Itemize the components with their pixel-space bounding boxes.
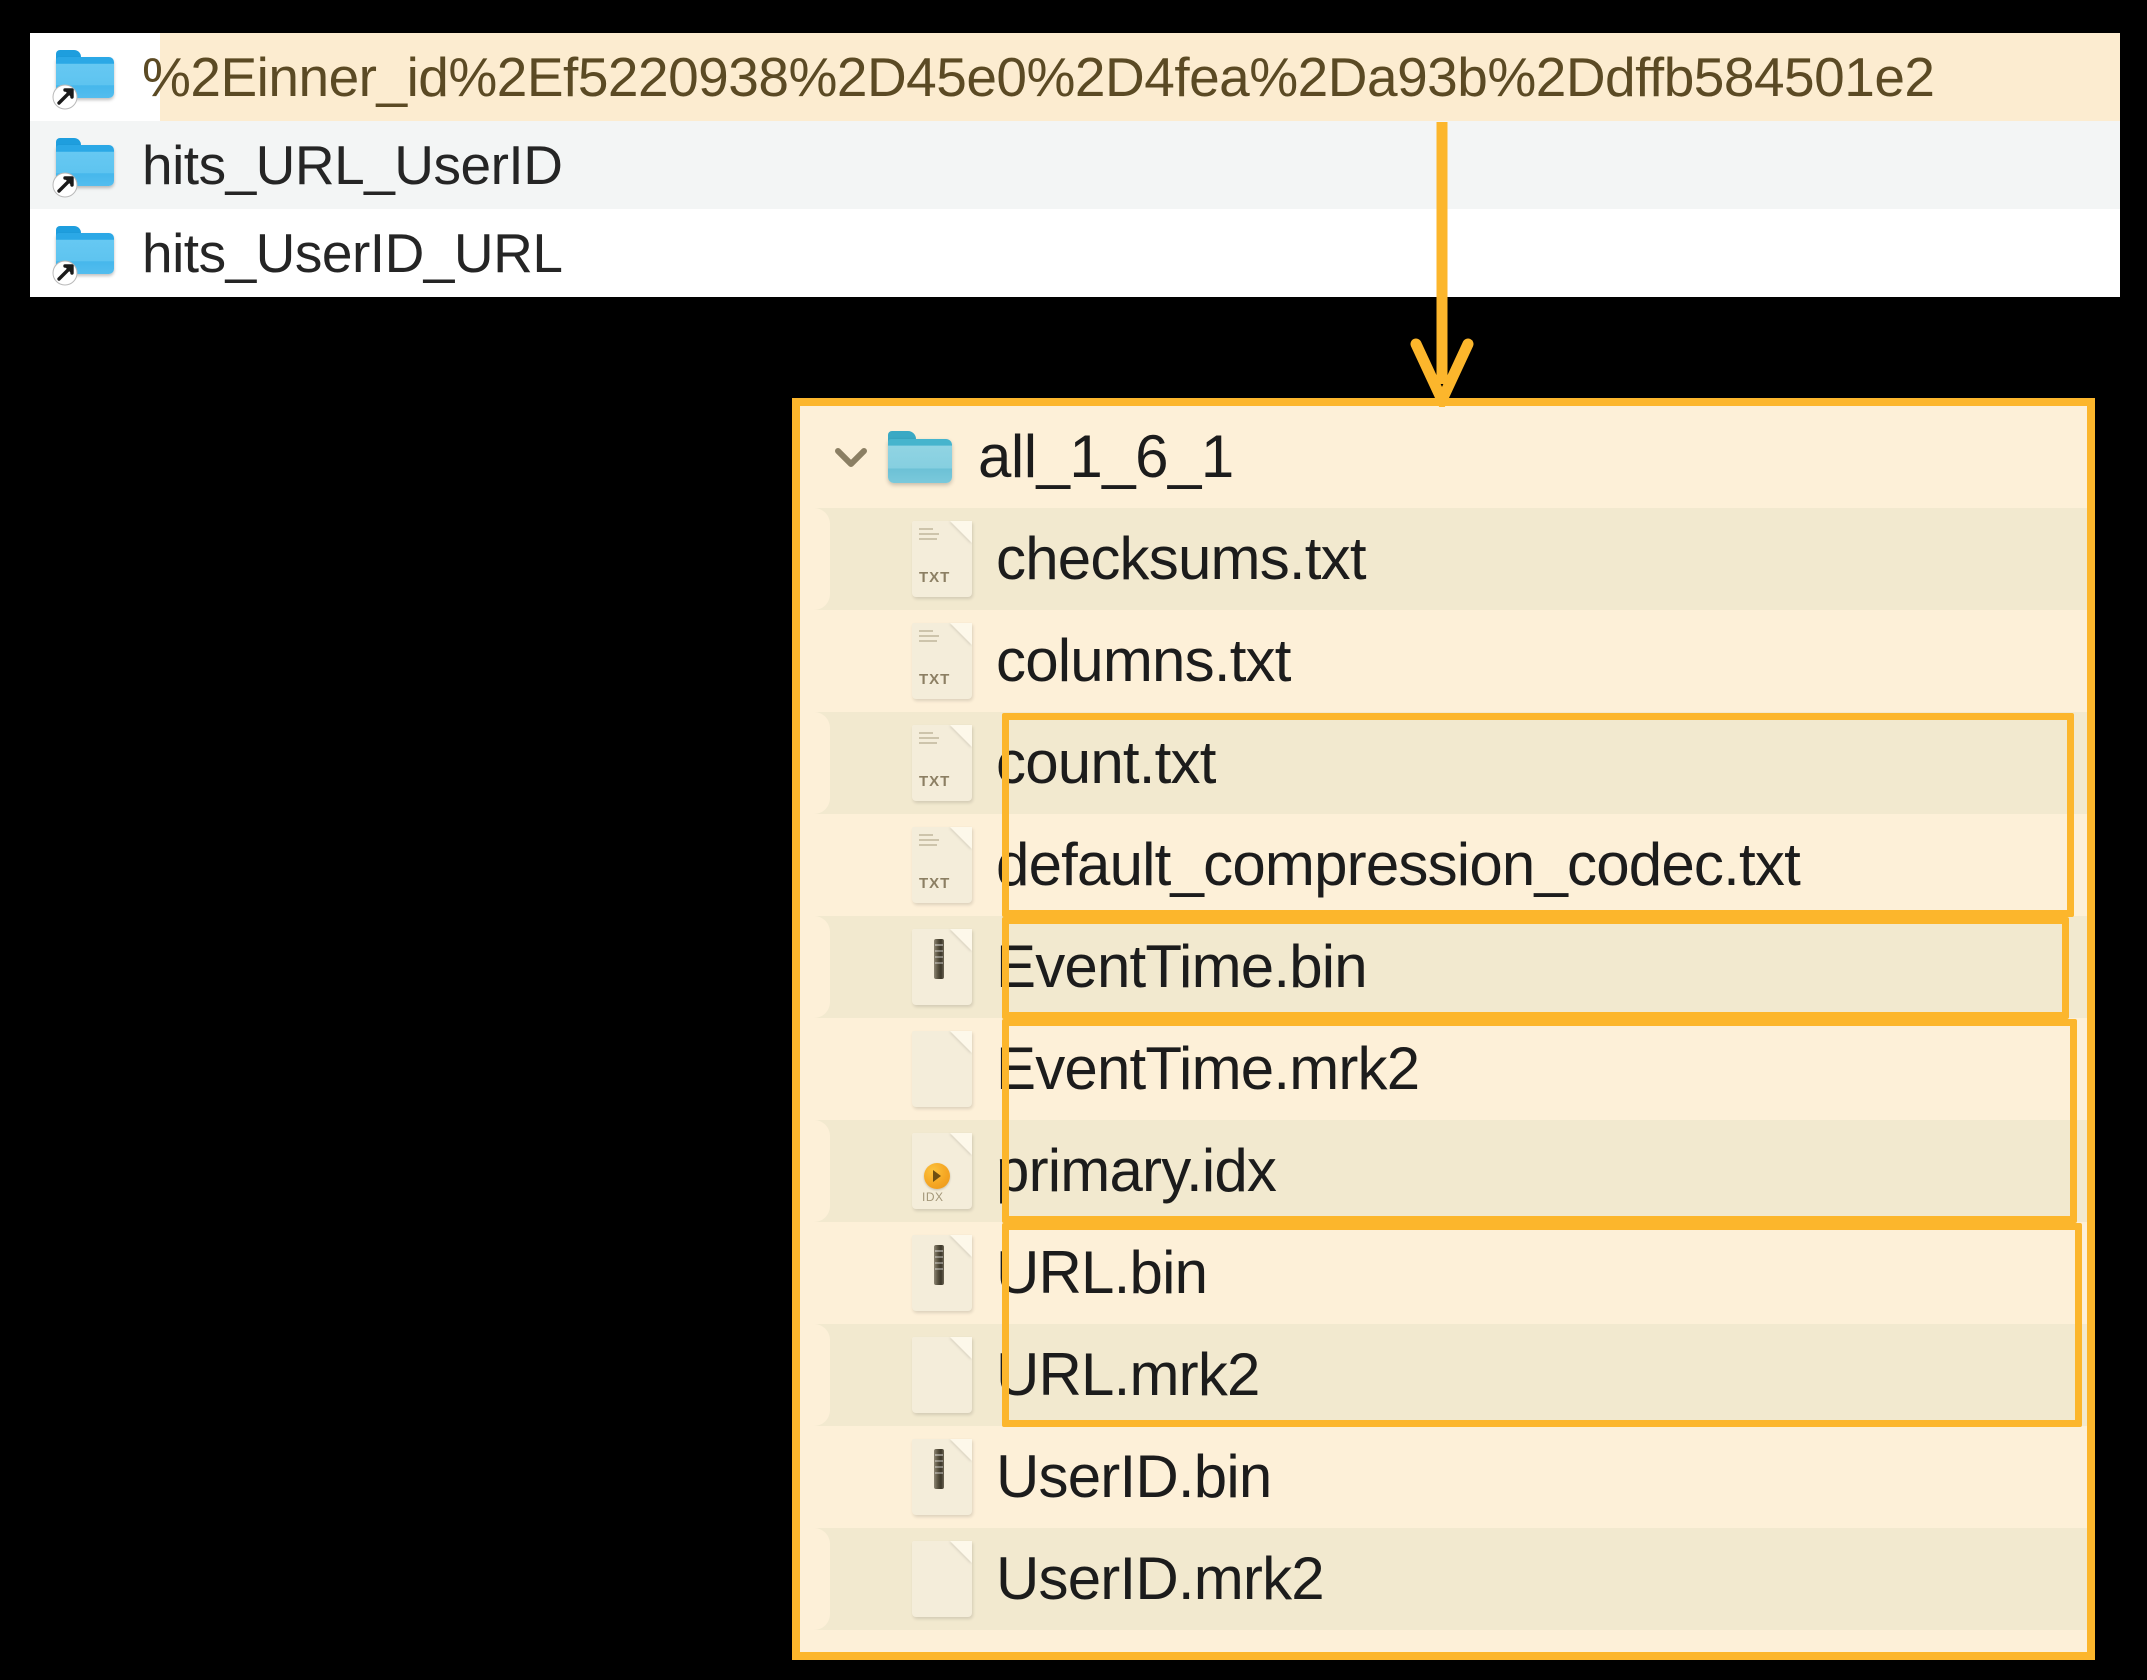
file-label: default_compression_codec.txt bbox=[996, 831, 1801, 898]
arrow-down-connector bbox=[1410, 122, 1474, 407]
list-item[interactable]: %2Einner_id%2Ef5220938%2D45e0%2D4fea%2Da… bbox=[30, 33, 2120, 121]
txt-icon-label: TXT bbox=[919, 773, 951, 790]
shortcut-arrow-icon bbox=[52, 172, 78, 198]
shortcut-arrow-icon bbox=[52, 260, 78, 286]
chevron-down-icon[interactable] bbox=[828, 434, 874, 480]
tree-file-row[interactable]: TXT count.txt bbox=[800, 712, 2087, 814]
folder-shortcut-icon bbox=[52, 226, 118, 286]
row-highlight bbox=[160, 33, 2120, 121]
file-label: EventTime.mrk2 bbox=[996, 1035, 1420, 1102]
tree-file-row[interactable]: EventTime.mrk2 bbox=[800, 1018, 2087, 1120]
mrk-file-icon bbox=[912, 1337, 972, 1413]
file-label: count.txt bbox=[996, 729, 1216, 796]
folder-label: all_1_6_1 bbox=[978, 423, 1234, 490]
file-label: EventTime.bin bbox=[996, 933, 1368, 1000]
idx-icon-label: IDX bbox=[922, 1190, 944, 1204]
file-label: UserID.mrk2 bbox=[996, 1545, 1325, 1612]
txt-file-icon: TXT bbox=[912, 521, 972, 597]
file-label: URL.bin bbox=[996, 1239, 1208, 1306]
list-item[interactable]: hits_UserID_URL bbox=[30, 209, 2120, 297]
part-directory-tree: all_1_6_1 TXT checksums.txt TXT columns.… bbox=[792, 398, 2095, 1660]
folder-shortcut-icon bbox=[52, 50, 118, 110]
bin-file-icon bbox=[912, 1235, 972, 1311]
shortcut-arrow-icon bbox=[52, 84, 78, 110]
file-label: checksums.txt bbox=[996, 525, 1367, 592]
file-label: URL.mrk2 bbox=[996, 1341, 1260, 1408]
list-item-label: hits_URL_UserID bbox=[142, 133, 563, 196]
tree-folder-row[interactable]: all_1_6_1 bbox=[800, 406, 2087, 508]
folder-shortcut-icon bbox=[52, 138, 118, 198]
txt-icon-label: TXT bbox=[919, 875, 951, 892]
txt-file-icon: TXT bbox=[912, 725, 972, 801]
file-label: primary.idx bbox=[996, 1137, 1277, 1204]
txt-icon-label: TXT bbox=[919, 671, 951, 688]
file-label: columns.txt bbox=[996, 627, 1291, 694]
mrk-file-icon bbox=[912, 1031, 972, 1107]
list-item-label: %2Einner_id%2Ef5220938%2D45e0%2D4fea%2Da… bbox=[142, 45, 1935, 108]
bin-file-icon bbox=[912, 929, 972, 1005]
tree-file-row[interactable]: URL.bin bbox=[800, 1222, 2087, 1324]
folder-icon bbox=[888, 431, 952, 483]
list-item-label: hits_UserID_URL bbox=[142, 221, 563, 284]
tree-file-row[interactable]: TXT checksums.txt bbox=[800, 508, 2087, 610]
txt-file-icon: TXT bbox=[912, 623, 972, 699]
tree-file-row[interactable]: IDX primary.idx bbox=[800, 1120, 2087, 1222]
tree-file-row[interactable]: EventTime.bin bbox=[800, 916, 2087, 1018]
mrk-file-icon bbox=[912, 1541, 972, 1617]
list-item[interactable]: hits_URL_UserID bbox=[30, 121, 2120, 209]
tree-file-row[interactable]: TXT default_compression_codec.txt bbox=[800, 814, 2087, 916]
file-label: UserID.bin bbox=[996, 1443, 1272, 1510]
bin-file-icon bbox=[912, 1439, 972, 1515]
tree-file-row[interactable]: UserID.bin bbox=[800, 1426, 2087, 1528]
txt-file-icon: TXT bbox=[912, 827, 972, 903]
tree-file-row[interactable]: URL.mrk2 bbox=[800, 1324, 2087, 1426]
tree-file-row[interactable]: TXT columns.txt bbox=[800, 610, 2087, 712]
idx-file-icon: IDX bbox=[912, 1133, 972, 1209]
symlink-folder-list: %2Einner_id%2Ef5220938%2D45e0%2D4fea%2Da… bbox=[30, 33, 2120, 297]
txt-icon-label: TXT bbox=[919, 569, 951, 586]
tree-file-row[interactable]: UserID.mrk2 bbox=[800, 1528, 2087, 1630]
